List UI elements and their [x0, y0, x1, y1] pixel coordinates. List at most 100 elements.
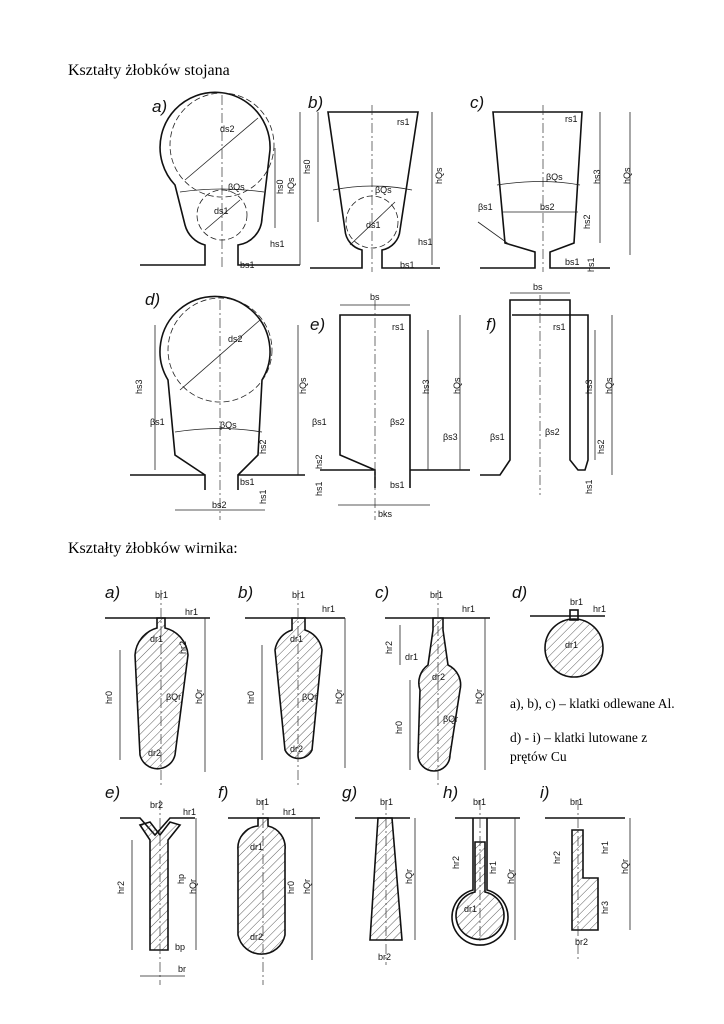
dimension-label: br1 [473, 797, 486, 807]
dimension-label: hr2 [178, 641, 188, 654]
dimension-label: hp [176, 874, 186, 884]
dimension-label: hQs [622, 167, 632, 184]
dimension-label: βQr [302, 692, 317, 702]
dimension-label: hQr [404, 869, 414, 884]
dimension-label: br1 [256, 797, 269, 807]
dimension-label: dr1 [464, 904, 477, 914]
panel-letter: c) [375, 583, 389, 602]
dimension-label: hr0 [104, 691, 114, 704]
dimension-label: dr1 [290, 634, 303, 644]
dimension-label: br [178, 964, 186, 974]
panel-letter: f) [486, 315, 496, 334]
dimension-label: βQr [166, 692, 181, 702]
dimension-label: βs1 [312, 417, 327, 427]
dimension-label: ds2 [220, 124, 235, 134]
dimension-label: hr1 [183, 807, 196, 817]
dimension-label: hQs [298, 377, 308, 394]
dimension-label: dr1 [250, 842, 263, 852]
dimension-label: hQr [334, 689, 344, 704]
stator-heading: Kształty żłobków stojana [68, 62, 230, 79]
dimension-label: rs1 [565, 114, 578, 124]
panel-letter: a) [105, 583, 120, 602]
dimension-label: rs1 [392, 322, 405, 332]
panel-letter: a) [152, 97, 167, 116]
dimension-label: br1 [380, 797, 393, 807]
dimension-label: bs1 [390, 480, 405, 490]
dimension-label: hQs [604, 377, 614, 394]
panel-letter: g) [342, 783, 357, 802]
dimension-label: βQr [443, 714, 458, 724]
dimension-label: hr1 [322, 604, 335, 614]
dimension-label: hQr [194, 689, 204, 704]
dimension-label: hs3 [592, 169, 602, 184]
dimension-label: hQs [286, 177, 296, 194]
note-brazed-line1: d) - i) – klatki lutowane z [510, 730, 648, 745]
dimension-label: hr2 [552, 851, 562, 864]
dimension-label: hs2 [314, 454, 324, 469]
dimension-label: hQr [188, 879, 198, 894]
panel-letter: c) [470, 93, 484, 112]
panel-letter: d) [512, 583, 527, 602]
dimension-label: hQs [452, 377, 462, 394]
dimension-label: bs [533, 282, 543, 292]
dimension-label: hr1 [462, 604, 475, 614]
dimension-label: ds2 [228, 334, 243, 344]
dimension-label: bs1 [240, 477, 255, 487]
dimension-label: ds1 [214, 206, 229, 216]
dimension-label: bks [378, 509, 393, 519]
dimension-label: βs2 [545, 427, 560, 437]
dimension-label: dr2 [290, 744, 303, 754]
dimension-label: hs1 [586, 257, 596, 272]
dimension-label: br1 [155, 590, 168, 600]
dimension-label: hs3 [134, 379, 144, 394]
dimension-label: βs2 [390, 417, 405, 427]
panel-letter: f) [218, 783, 228, 802]
dimension-label: hr2 [384, 641, 394, 654]
dimension-label: dr2 [148, 748, 161, 758]
panel-letter: i) [540, 783, 549, 802]
dimension-label: hr1 [283, 807, 296, 817]
dimension-label: βQs [375, 185, 392, 195]
dimension-label: dr1 [565, 640, 578, 650]
panel-letter: b) [308, 93, 323, 112]
dimension-label: hQr [506, 869, 516, 884]
dimension-label: br1 [570, 597, 583, 607]
dimension-label: hs2 [596, 439, 606, 454]
dimension-label: hs1 [258, 489, 268, 504]
dimension-label: hs1 [314, 481, 324, 496]
dimension-label: hQs [434, 167, 444, 184]
dimension-label: hQr [620, 859, 630, 874]
dimension-label: ds1 [366, 220, 381, 230]
panel-letter: e) [310, 315, 325, 334]
panel-letter: h) [443, 783, 458, 802]
dimension-label: hr0 [394, 721, 404, 734]
panel-letter: e) [105, 783, 120, 802]
dimension-label: hr1 [185, 607, 198, 617]
dimension-label: br1 [430, 590, 443, 600]
dimension-label: bs1 [400, 260, 415, 270]
dimension-label: hQr [302, 879, 312, 894]
dimension-label: hr0 [246, 691, 256, 704]
dimension-label: hs2 [582, 214, 592, 229]
panel-letter: b) [238, 583, 253, 602]
dimension-label: hs3 [584, 379, 594, 394]
dimension-label: hs3 [421, 379, 431, 394]
dimension-label: βQs [546, 172, 563, 182]
dimension-label: hs0 [302, 159, 312, 174]
dimension-label: hr1 [600, 841, 610, 854]
dimension-label: hr2 [116, 881, 126, 894]
dimension-label: dr1 [405, 652, 418, 662]
dimension-label: hr1 [488, 861, 498, 874]
